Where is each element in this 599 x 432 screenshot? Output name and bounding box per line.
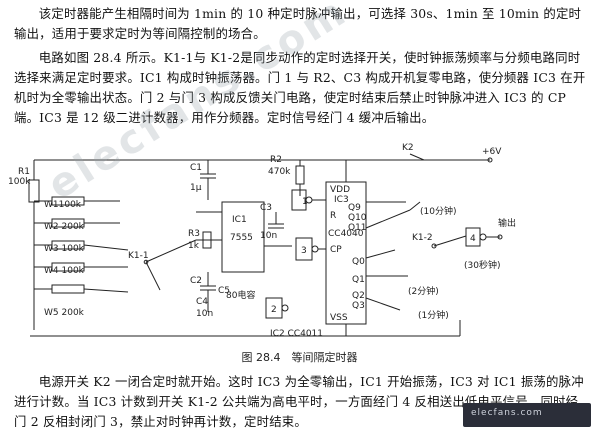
r2-label: R2 (270, 155, 282, 165)
gate3-label: 3 (301, 246, 307, 256)
ic3-label: IC3 (334, 195, 349, 205)
ic2-label: IC2 CC4011 (270, 329, 323, 339)
k12-label: K1-2 (412, 233, 433, 243)
ic1-model: 7555 (230, 233, 253, 243)
t30s-label: (30秒钟) (464, 259, 500, 271)
w1-label: W1100k (44, 200, 82, 210)
r3-value: 1k (188, 241, 200, 251)
t10min-label: (10分钟) (420, 205, 456, 217)
vdd-label: VDD (330, 185, 350, 195)
c4-value: 10n (196, 309, 213, 319)
intro-paragraph: 该定时器能产生相隔时间为 1min 的 10 种定时脉冲输出，可选择 30s、1… (14, 6, 582, 41)
c4-label: C4 (196, 297, 208, 307)
pin-r-label: R (330, 211, 336, 221)
r2-value: 470k (268, 167, 291, 177)
w2-label: W2 200k (44, 222, 85, 232)
k2-label: K2 (402, 143, 414, 153)
pin-cp-label: CP (330, 245, 342, 255)
t1min-label: (1分钟) (418, 309, 449, 321)
c3-value: 10n (260, 231, 277, 241)
q0-label: Q0 (352, 257, 365, 267)
c2-label: C2 (190, 276, 202, 286)
w3-label: W3 100k (44, 244, 85, 254)
circuit-description-paragraph: 电路如图 28.4 所示。K1-1与 K1-2是同步动作的定时选择开关，使时钟振… (14, 50, 586, 125)
c3-label: C3 (260, 203, 272, 213)
circuit-diagram: K2 +6V R1 100k W1100k W2 200k W3 100k W4… (8, 143, 516, 339)
site-logo: elecfans.com (463, 403, 591, 427)
c5-label: C5 (218, 286, 230, 296)
q3-label: Q3 (352, 301, 365, 311)
q1-label: Q1 (352, 275, 365, 285)
figure-caption: 图 28.4 等间隔定时器 (241, 351, 358, 364)
r3-label: R3 (188, 229, 200, 239)
gate4-label: 4 (470, 234, 476, 244)
c1-label: C1 (190, 163, 202, 173)
site-logo-text: elecfans.com (471, 408, 543, 418)
t2min-label: (2分钟) (408, 285, 439, 297)
vss-label: VSS (330, 313, 348, 323)
k11-label: K1-1 (128, 251, 149, 261)
q11-label: Q11 (348, 223, 367, 233)
operation-paragraph: 电源开关 K2 一闭合定时就开始。这时 IC3 为全零输出，IC1 开始振荡，I… (14, 374, 584, 429)
q2-label: Q2 (352, 291, 365, 301)
c1-value: 1μ (190, 183, 202, 193)
vcc-label: +6V (482, 147, 502, 157)
w4-label: W4 100k (44, 266, 85, 276)
ic3-model: CC4040 (328, 229, 364, 239)
r1-value: 100k (8, 177, 31, 187)
gate1-label: 1 (302, 197, 308, 207)
q10-label: Q10 (348, 213, 367, 223)
gate2-label: 2 (271, 305, 277, 315)
output-label: 输出 (498, 217, 516, 229)
r1-label: R1 (18, 167, 30, 177)
w5-label: W5 200k (44, 308, 85, 318)
ic1-label: IC1 (232, 215, 247, 225)
k2-switch-contact (409, 153, 425, 161)
c5-value: 80电容 (226, 289, 255, 301)
q9-label: Q9 (348, 203, 361, 213)
